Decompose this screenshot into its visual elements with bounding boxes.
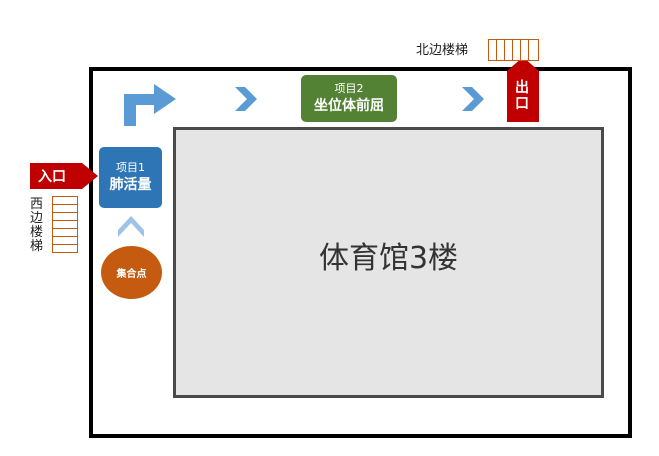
floor-outline xyxy=(89,67,632,438)
stairs-icon xyxy=(488,39,539,61)
station-2-subtitle: 项目2 xyxy=(334,81,364,95)
assembly-point: 集合点 xyxy=(101,246,162,299)
assembly-point-label: 集合点 xyxy=(116,269,147,280)
gym-floor-area: 体育馆3楼 xyxy=(173,127,604,398)
exit-label: 出口 xyxy=(515,80,529,112)
turn-right-arrow-icon xyxy=(124,84,176,126)
entrance-arrow-icon xyxy=(30,163,98,189)
chevron-up-icon xyxy=(118,216,144,237)
stairs-icon xyxy=(52,196,78,253)
chevron-right-icon xyxy=(462,87,484,111)
exit-arrow-icon xyxy=(507,57,539,122)
west-stairs-label: 西边楼梯 xyxy=(30,197,44,254)
station-2-title: 坐位体前屈 xyxy=(314,97,384,114)
entrance-label: 入口 xyxy=(38,169,66,185)
station-1-subtitle: 项目1 xyxy=(116,160,145,174)
station-1-title: 肺活量 xyxy=(109,176,152,193)
chevron-right-icon xyxy=(235,87,257,111)
station-2: 项目2 坐位体前屈 xyxy=(301,75,397,122)
gym-floor-label: 体育馆3楼 xyxy=(318,240,459,276)
north-stairs-label: 北边楼梯 xyxy=(416,43,469,58)
station-1: 项目1 肺活量 xyxy=(99,147,162,208)
